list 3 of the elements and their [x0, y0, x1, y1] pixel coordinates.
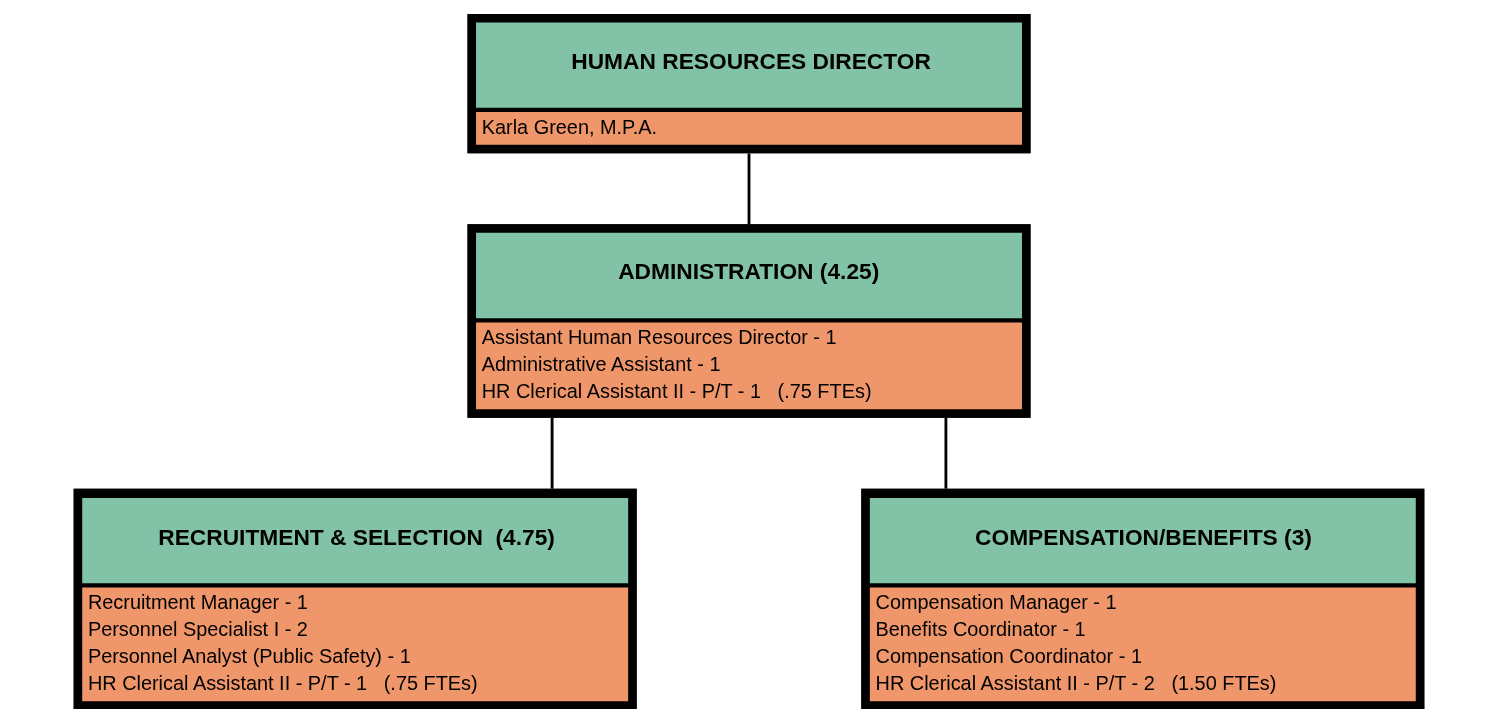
connector	[747, 153, 750, 225]
connector	[550, 417, 553, 489]
connector	[944, 417, 947, 489]
